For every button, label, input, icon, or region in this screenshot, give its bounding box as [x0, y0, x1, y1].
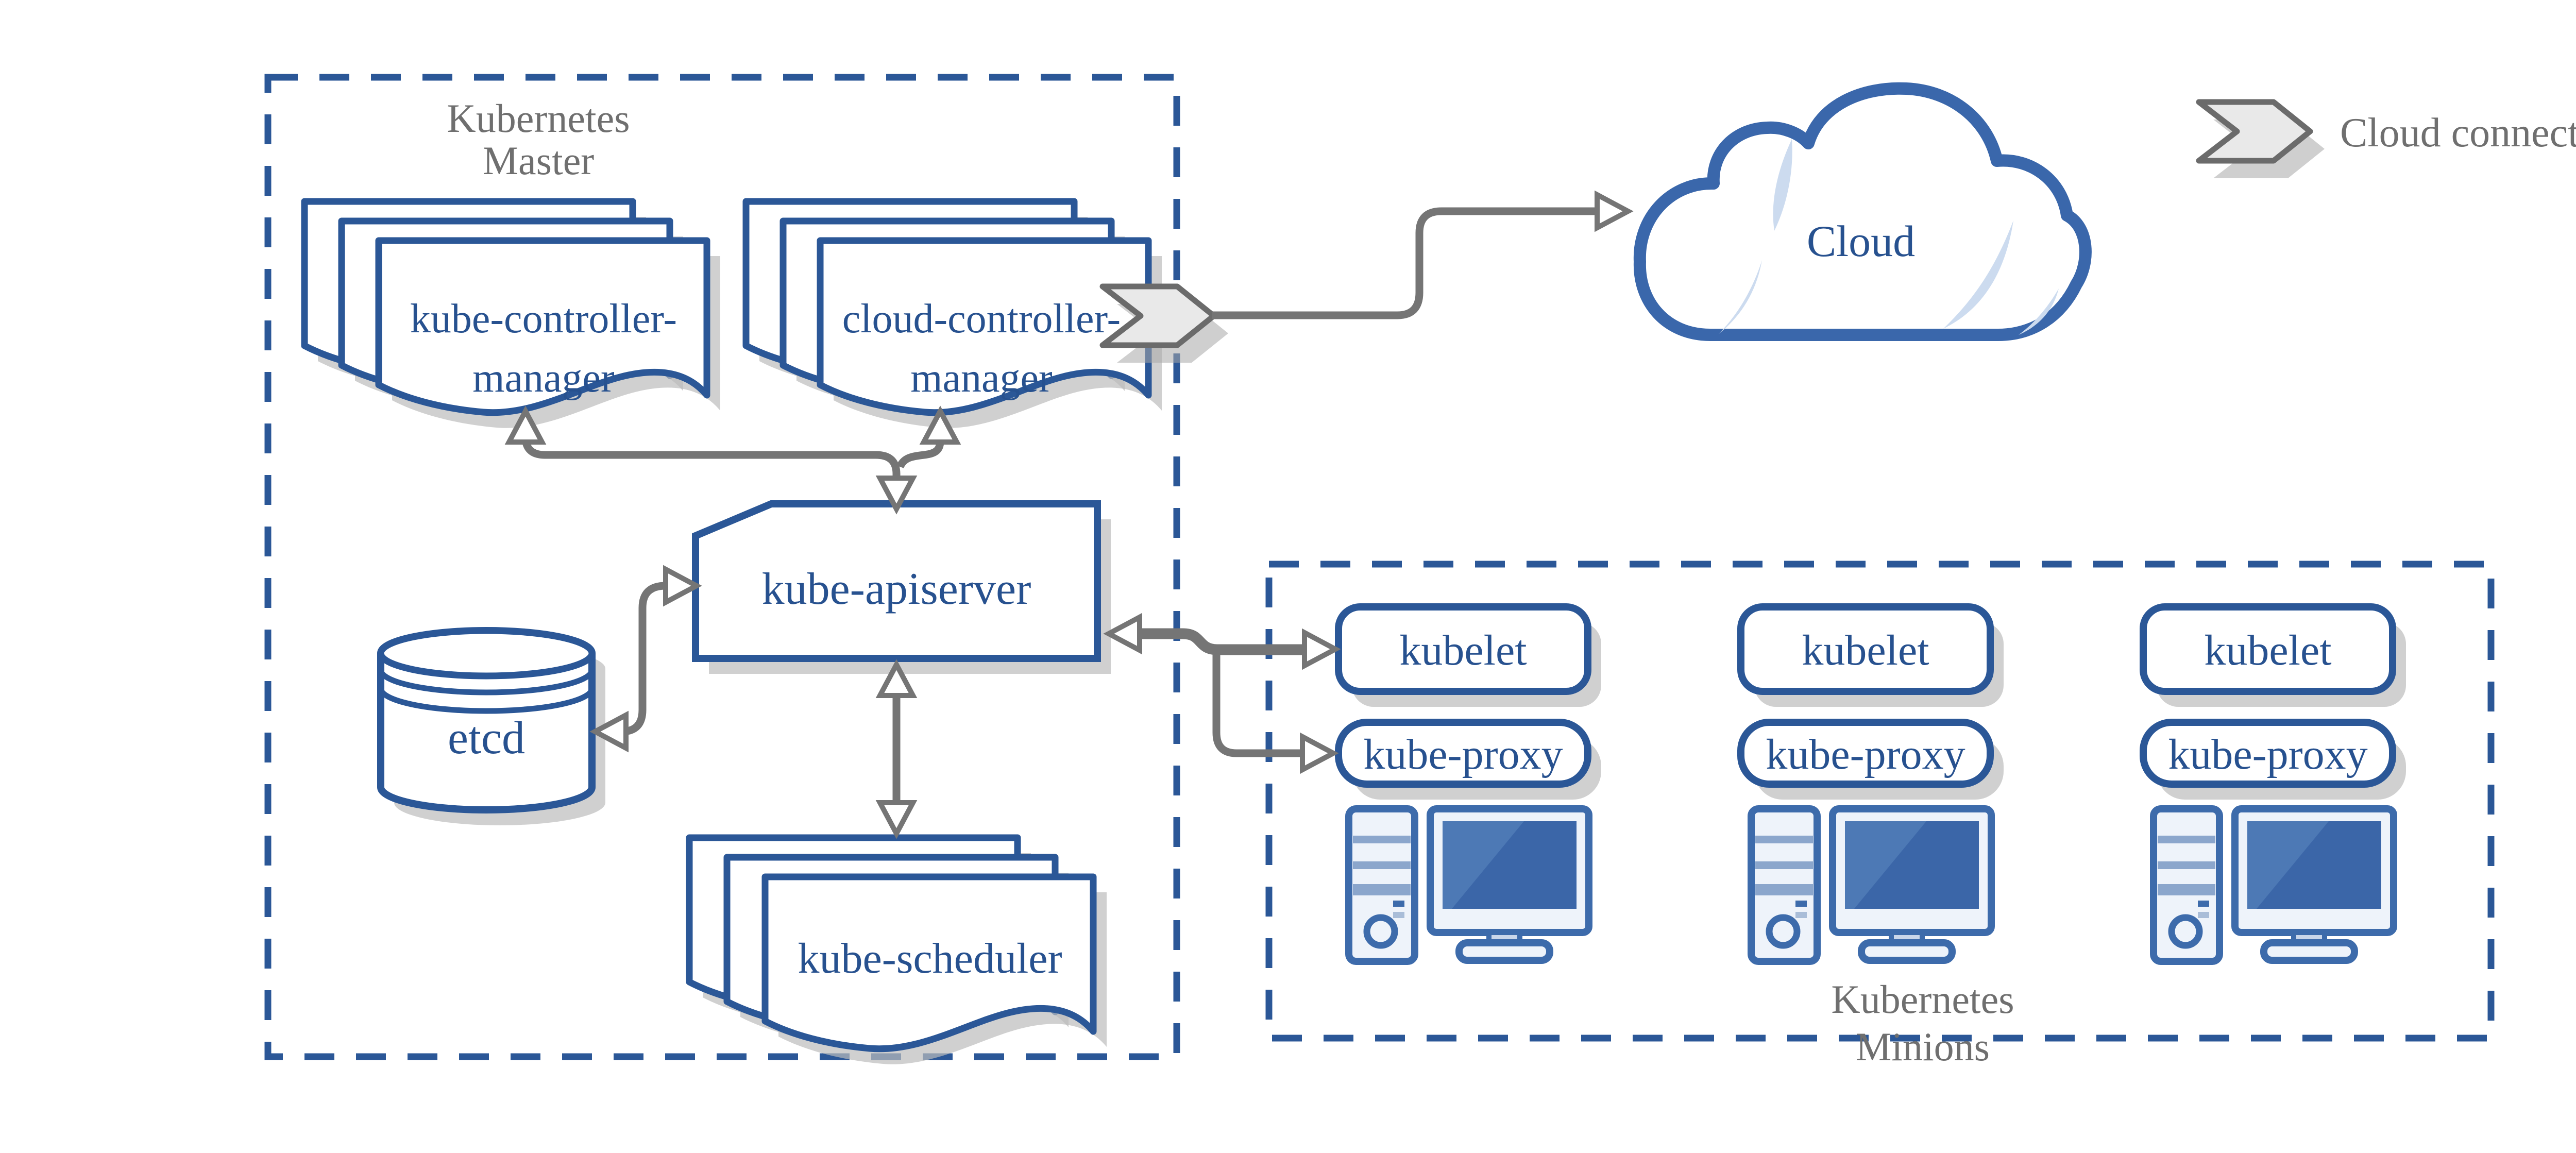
kube-controller-manager-node: kube-controller- manager — [304, 201, 720, 428]
kubelet-box-1 — [1335, 603, 1591, 695]
kube-proxy-label-1: kube-proxy — [1363, 731, 1563, 778]
kubelet-box-2 — [1737, 603, 1994, 695]
kube-controller-manager-label-line1: kube-controller- — [410, 296, 677, 342]
arrows — [509, 195, 1628, 834]
kube-apiserver-node: kube-apiserver — [692, 500, 1111, 674]
minion-node-1: kubelet kube-proxy — [1335, 603, 1601, 961]
kubelet-label-1: kubelet — [1399, 626, 1527, 674]
cloud-controller-manager-label-line1: cloud-controller- — [842, 296, 1121, 342]
kubernetes-master-boundary — [264, 74, 1180, 1060]
cloud-controller-manager-label-line2: manager — [910, 355, 1052, 401]
kube-proxy-label-3: kube-proxy — [2168, 731, 2367, 778]
legend-cloud-connector-label: Cloud connector — [2340, 110, 2576, 156]
cloud-controller-manager-node: cloud-controller- manager — [746, 201, 1162, 428]
minions-label-line2: Minions — [1856, 1024, 1990, 1069]
kube-scheduler-node: kube-scheduler — [689, 838, 1107, 1064]
arrow-ccm-to-cloud — [1212, 207, 1597, 319]
arrow-apiserver-to-cloud-controller-manager — [896, 440, 944, 469]
arrow-apiserver-to-kube-controller-manager — [521, 436, 901, 479]
etcd-node: etcd — [377, 627, 605, 825]
master-label-line2: Master — [483, 138, 595, 183]
kube-apiserver-label: kube-apiserver — [762, 564, 1031, 614]
kube-scheduler-label: kube-scheduler — [798, 935, 1062, 982]
arrow-kubelet-apiserver — [1140, 628, 1304, 655]
cloud-node: Cloud — [1633, 82, 2092, 341]
minion-node-2: kubelet kube-proxy — [1737, 603, 2004, 961]
kubelet-box-3 — [2140, 603, 2396, 695]
kubelet-label-3: kubelet — [2204, 626, 2331, 674]
master-label-line1: Kubernetes — [447, 96, 630, 141]
kube-controller-manager-label-line2: manager — [472, 355, 614, 401]
etcd-label: etcd — [448, 713, 525, 764]
kube-proxy-box-2 — [1737, 719, 1994, 788]
legend-cloud-connector: Cloud connector — [2199, 102, 2576, 178]
cloud-icon — [1633, 82, 2092, 341]
kube-proxy-label-2: kube-proxy — [1766, 731, 1965, 778]
cloud-label: Cloud — [1807, 216, 1915, 266]
kubelet-label-2: kubelet — [1802, 626, 1929, 674]
arrow-apiserver-etcd — [621, 582, 666, 736]
minions-label-line1: Kubernetes — [1831, 977, 2014, 1022]
kube-proxy-box-1 — [1335, 719, 1591, 788]
arrow-kube-proxy-apiserver — [1212, 650, 1302, 757]
kube-proxy-box-3 — [2140, 719, 2396, 788]
kubernetes-minions-boundary — [1265, 561, 2495, 1042]
minion-node-3: kubelet kube-proxy — [2140, 603, 2406, 961]
